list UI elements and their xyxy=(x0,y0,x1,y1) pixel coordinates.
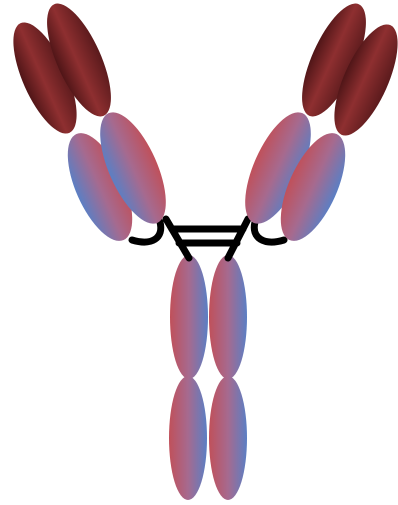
fc-right-upper-domain xyxy=(209,255,247,379)
fc-left-upper-domain xyxy=(170,255,208,379)
fc-right-lower-domain xyxy=(209,376,247,500)
fc-left-lower-domain xyxy=(169,376,207,500)
right-light-chain-loop xyxy=(254,222,284,242)
hinge-disulfide-bridge xyxy=(166,219,248,258)
left-light-chain-loop xyxy=(132,222,161,242)
